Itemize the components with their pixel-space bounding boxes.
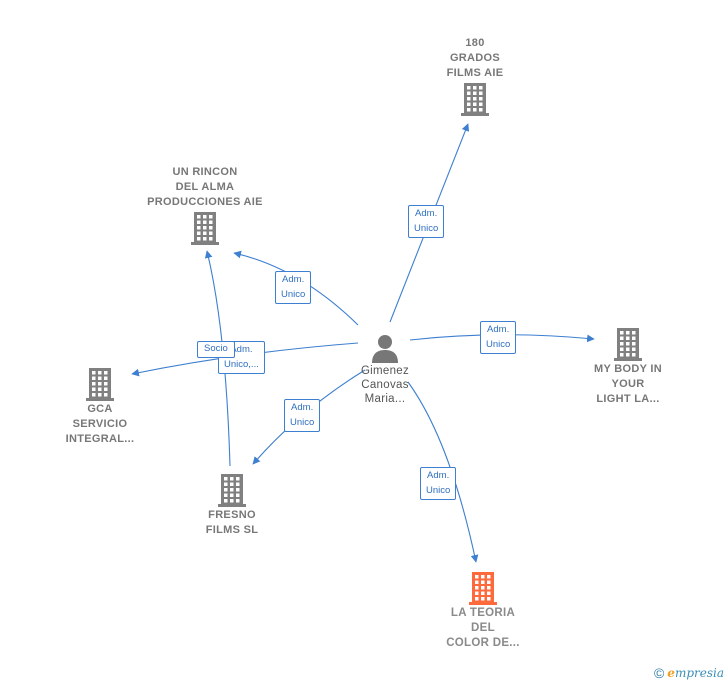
company-node-la-teoria-del-color[interactable]: LA TEORIA DEL COLOR DE...	[433, 570, 533, 651]
company-node-180-grados[interactable]: 180 GRADOS FILMS AIE	[425, 36, 525, 117]
person-label: Gimenez Canovas Maria...	[360, 365, 410, 405]
copyright-icon: ©	[653, 665, 665, 681]
edge-label-adm-unico[interactable]: Adm. Unico	[284, 399, 321, 432]
company-label: MY BODY IN YOUR LIGHT LA...	[594, 363, 662, 405]
edge-to-la-teoria	[407, 381, 479, 563]
company-node-un-rincon-del-alma[interactable]: UN RINCON DEL ALMA PRODUCCIONES AIE	[140, 165, 270, 246]
edge-label-adm-unico[interactable]: Adm. Unico	[420, 467, 457, 500]
edge-label-adm-unico-more[interactable]: Adm. Unico,...	[218, 341, 265, 374]
building-icon	[86, 368, 114, 401]
company-label: LA TEORIA DEL COLOR DE...	[446, 607, 520, 649]
building-icon	[218, 474, 246, 507]
company-node-gca-servicio-integral[interactable]: GCA SERVICIO INTEGRAL...	[55, 366, 145, 447]
person-node-gimenez[interactable]: Gimenez Canovas Maria...	[350, 332, 420, 406]
person-icon	[372, 335, 398, 363]
edge-label-adm-unico[interactable]: Adm. Unico	[408, 205, 445, 238]
company-node-fresno-films[interactable]: FRESNO FILMS SL	[187, 472, 277, 538]
edge-label-socio[interactable]: Socio	[197, 341, 235, 358]
edge-label-adm-unico[interactable]: Adm. Unico	[480, 321, 517, 354]
brand-footer: © empresia	[654, 665, 724, 681]
building-icon	[469, 572, 497, 605]
company-label: GCA SERVICIO INTEGRAL...	[65, 403, 135, 445]
edge-label-adm-unico[interactable]: Adm. Unico	[275, 271, 312, 304]
building-icon	[614, 328, 642, 361]
company-label: FRESNO FILMS SL	[205, 509, 259, 536]
building-icon	[461, 83, 489, 116]
company-label: UN RINCON DEL ALMA PRODUCCIONES AIE	[147, 166, 263, 208]
brand-logo[interactable]: empresia	[667, 666, 724, 680]
company-label: 180 GRADOS FILMS AIE	[446, 37, 504, 79]
company-node-my-body-in-your-light[interactable]: MY BODY IN YOUR LIGHT LA...	[583, 326, 673, 407]
building-icon	[191, 212, 219, 245]
